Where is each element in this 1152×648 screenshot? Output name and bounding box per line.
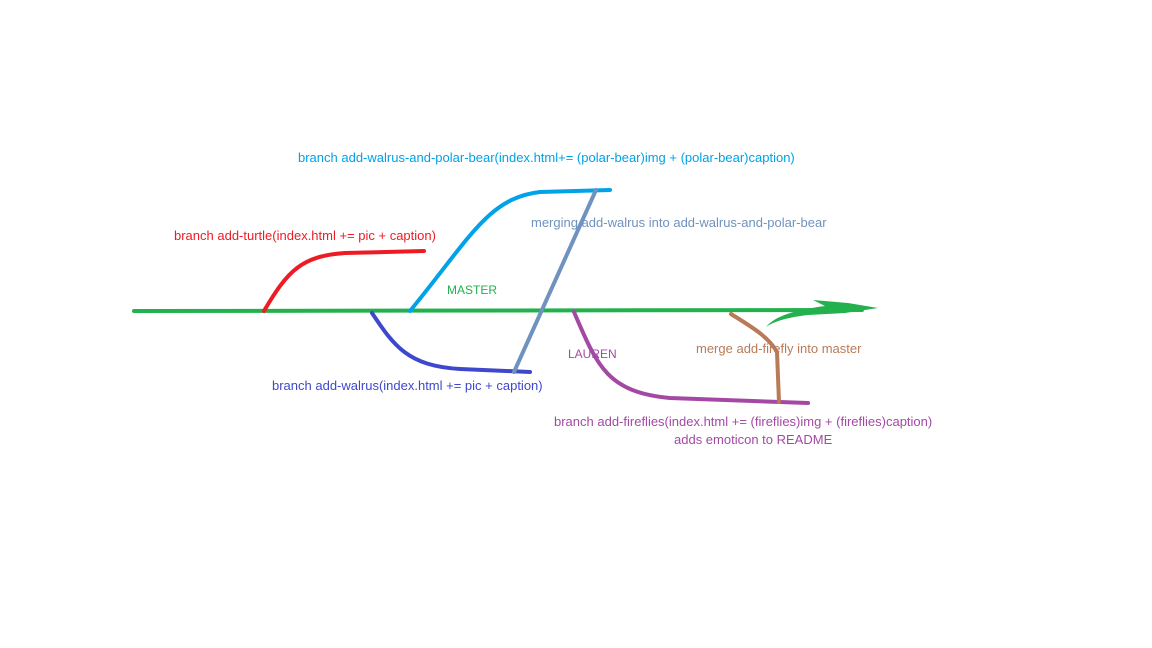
merge-walrus-label: merging add-walrus into add-walrus-and-p… [531,215,827,230]
turtle-branch-line [262,249,426,313]
merge-firefly-label: merge add-firefly into master [696,341,862,356]
master-label: MASTER [447,283,498,297]
walrus-branch-line [370,311,532,374]
master-arrowhead [766,300,878,327]
walrus-branch-label: branch add-walrus(index.html += pic + ca… [272,378,543,393]
polar-bear-branch-line [408,188,612,313]
lauren-label: LAUREN [568,347,617,361]
merge-firefly-line [729,312,781,404]
fireflies-branch-line [572,310,810,405]
merge-walrus-line [512,188,598,374]
polar-bear-branch-label: branch add-walrus-and-polar-bear(index.h… [298,150,795,165]
master-line [132,308,864,313]
fireflies-note-label: adds emoticon to README [674,432,833,447]
fireflies-branch-label: branch add-fireflies(index.html += (fire… [554,414,933,429]
turtle-branch-label: branch add-turtle(index.html += pic + ca… [174,228,436,243]
